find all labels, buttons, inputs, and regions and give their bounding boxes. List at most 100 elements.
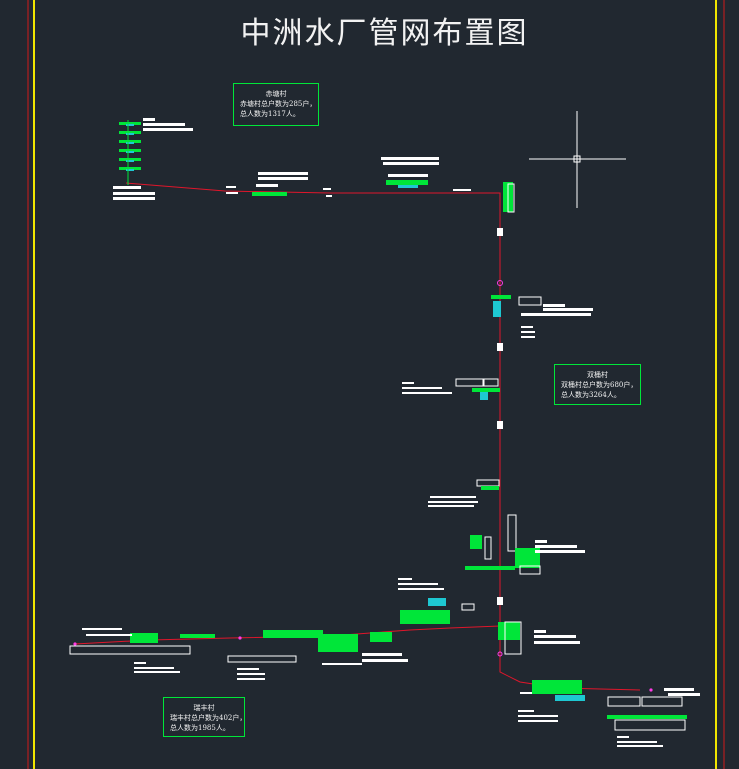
village-name: 瑞丰村 bbox=[193, 704, 215, 712]
annotation-block bbox=[518, 720, 558, 722]
annotation-block bbox=[398, 583, 438, 585]
annotation-block bbox=[113, 186, 141, 189]
fitting-symbol bbox=[252, 192, 287, 196]
node-marker bbox=[497, 280, 503, 286]
annotation-block bbox=[143, 123, 185, 126]
pipe-tag bbox=[497, 228, 503, 236]
node-marker bbox=[73, 642, 77, 646]
annotation-block bbox=[113, 197, 155, 200]
annotation-block bbox=[226, 192, 238, 194]
annotation-block bbox=[453, 189, 471, 191]
annotation-block bbox=[398, 578, 412, 580]
annotation-frame bbox=[519, 565, 541, 575]
village-callout-shuangtong: 双桶村 双桶村总户数为680户， 总人数为3264人。 bbox=[554, 364, 641, 405]
pipe-tag bbox=[497, 421, 503, 429]
annotation-block bbox=[518, 715, 558, 717]
annotation-block bbox=[134, 667, 174, 669]
annotation-block bbox=[518, 710, 534, 712]
annotation-frame bbox=[641, 696, 683, 707]
valve-symbol bbox=[481, 486, 499, 490]
node-marker bbox=[649, 688, 653, 692]
annotation-frame bbox=[69, 645, 191, 655]
annotation-block bbox=[430, 496, 476, 498]
annotation-block bbox=[143, 118, 155, 121]
pipe-tag bbox=[497, 343, 503, 351]
annotation-frame bbox=[504, 621, 522, 655]
annotation-frame bbox=[455, 378, 484, 387]
valve-symbol bbox=[491, 295, 511, 299]
annotation-frame bbox=[461, 603, 475, 611]
crosshair-icon bbox=[573, 155, 581, 163]
village-callout-ruifeng: 瑞丰村 瑞丰村总户数为402户， 总人数为1985人。 bbox=[163, 697, 246, 737]
annotation-frame bbox=[484, 536, 492, 560]
valve-symbol bbox=[180, 634, 215, 638]
valve-symbol bbox=[126, 124, 134, 126]
annotation-block bbox=[86, 634, 132, 636]
annotation-block bbox=[323, 188, 331, 190]
valve-symbol bbox=[126, 151, 134, 153]
annotation-block bbox=[381, 157, 439, 160]
equipment-block bbox=[400, 610, 450, 624]
annotation-block bbox=[428, 505, 474, 507]
annotation-block bbox=[134, 662, 146, 664]
valve-symbol bbox=[126, 169, 134, 171]
equipment-block bbox=[370, 632, 392, 642]
valve-symbol bbox=[119, 131, 141, 134]
drawing-title: 中洲水厂管网布置图 bbox=[240, 16, 529, 51]
valve-symbol bbox=[472, 388, 500, 392]
annotation-block bbox=[383, 162, 439, 165]
annotation-block bbox=[226, 186, 236, 188]
valve-symbol bbox=[119, 149, 141, 152]
valve-symbol bbox=[119, 122, 141, 125]
annotation-block bbox=[664, 688, 694, 691]
annotation-block bbox=[362, 659, 408, 662]
fitting-symbol bbox=[386, 180, 428, 185]
annotation-block bbox=[322, 663, 362, 665]
annotation-block bbox=[617, 736, 629, 738]
annotation-block bbox=[617, 745, 663, 747]
annotation-block bbox=[362, 653, 402, 656]
annotation-block bbox=[143, 128, 193, 131]
annotation-block bbox=[534, 641, 580, 644]
meter-symbol bbox=[555, 695, 585, 701]
node-marker bbox=[238, 636, 242, 640]
annotation-block bbox=[402, 392, 452, 394]
equipment-block bbox=[318, 634, 358, 652]
annotation-block bbox=[326, 195, 332, 197]
annotation-frame bbox=[483, 378, 499, 387]
village-name: 双桶村 bbox=[587, 371, 608, 379]
village-name: 赤塘村 bbox=[265, 90, 287, 98]
annotation-block bbox=[258, 172, 308, 175]
annotation-block bbox=[398, 588, 444, 590]
valve-symbol bbox=[119, 158, 141, 161]
annotation-block bbox=[520, 692, 532, 694]
meter-symbol bbox=[470, 535, 482, 549]
meter-symbol bbox=[480, 392, 488, 400]
valve-symbol bbox=[465, 566, 515, 570]
equipment-block bbox=[498, 622, 520, 640]
annotation-block bbox=[258, 177, 308, 180]
annotation-block bbox=[256, 184, 278, 187]
village-households: 双桶村总户数为680户， bbox=[561, 381, 638, 389]
annotation-block bbox=[82, 628, 122, 630]
annotation-block bbox=[134, 671, 180, 673]
village-households: 赤塘村总户数为285户， bbox=[240, 100, 317, 108]
annotation-block bbox=[543, 304, 565, 307]
annotation-block bbox=[668, 693, 700, 696]
annotation-block bbox=[237, 668, 259, 670]
equipment-block bbox=[532, 680, 582, 694]
valve-symbol bbox=[126, 133, 134, 135]
annotation-block bbox=[534, 630, 546, 633]
village-population: 总人数为1985人。 bbox=[170, 724, 230, 732]
village-population: 总人数为1317人。 bbox=[240, 110, 300, 118]
valve-symbol bbox=[607, 715, 687, 719]
annotation-block bbox=[113, 192, 155, 195]
annotation-block bbox=[521, 326, 533, 328]
meter-symbol bbox=[493, 301, 501, 317]
annotation-frame bbox=[507, 514, 517, 552]
junction-frame bbox=[507, 183, 515, 213]
fitting-symbol bbox=[398, 185, 418, 188]
node-marker bbox=[497, 651, 503, 657]
annotation-block bbox=[535, 545, 577, 548]
